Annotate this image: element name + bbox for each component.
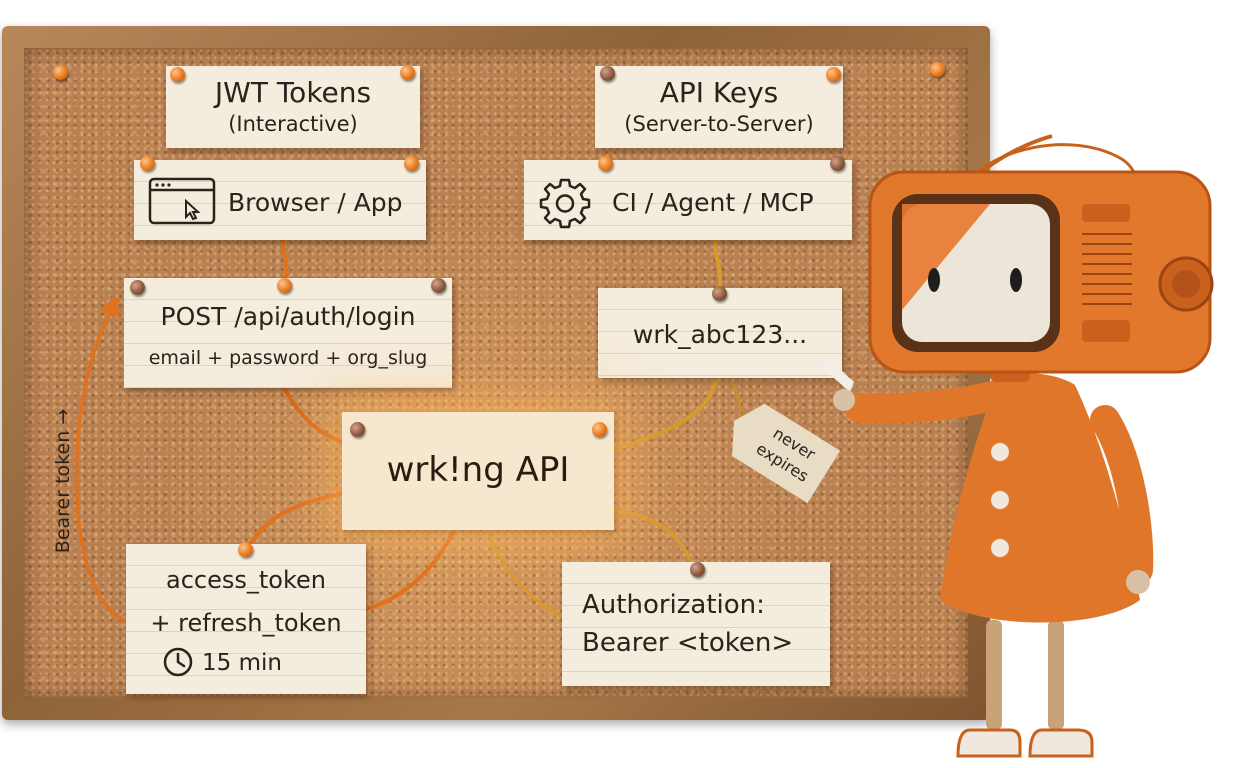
browser-app-label: Browser / App: [228, 188, 403, 217]
pin: [400, 65, 415, 80]
pin: [404, 156, 419, 171]
ci-agent-mcp-label: CI / Agent / MCP: [612, 188, 814, 217]
access-token-card: access_token + refresh_token 15 min: [126, 544, 366, 694]
jwt-title-card: JWT Tokens (Interactive): [166, 66, 420, 148]
string-center-to-access: [248, 490, 352, 547]
pin: [598, 156, 613, 171]
pin: [53, 65, 68, 80]
login-params: email + password + org_slug: [148, 347, 428, 369]
login-endpoint-card: POST /api/auth/login email + password + …: [124, 278, 452, 388]
string-ci-to-key: [713, 236, 723, 292]
access-token-label: access_token: [166, 566, 326, 594]
ci-agent-mcp-card: CI / Agent / MCP: [524, 160, 852, 240]
string-key-to-center: [610, 373, 719, 452]
string-bearer-loop: [74, 298, 130, 624]
string-login-to-center: [278, 378, 352, 447]
center-label: wrk!ng API: [386, 450, 570, 490]
string-access-to-center: [353, 526, 457, 614]
pin: [826, 67, 841, 82]
pin: [830, 156, 845, 171]
pin: [170, 67, 185, 82]
pin: [600, 66, 615, 81]
center-card: wrk!ng API: [342, 412, 614, 530]
tv-mascot: [820, 134, 1214, 758]
clock-icon: [163, 647, 193, 677]
api-key-card: wrk_abc123...: [598, 288, 842, 378]
pin: [930, 62, 945, 77]
login-endpoint: POST /api/auth/login: [160, 302, 416, 331]
jwt-title: JWT Tokens: [214, 76, 372, 109]
browser-app-card: Browser / App: [134, 160, 426, 240]
gear-icon: [539, 178, 591, 229]
api-keys-subtitle: (Server-to-Server): [624, 112, 814, 136]
auth-header-line2: Bearer <token>: [582, 628, 794, 658]
pin: [238, 542, 253, 557]
auth-header-line1: Authorization:: [582, 590, 765, 620]
cursor-icon: [185, 198, 201, 221]
authorization-card: Authorization: Bearer <token>: [562, 562, 830, 686]
api-keys-title-card: API Keys (Server-to-Server): [595, 66, 843, 148]
pin: [592, 422, 607, 437]
pin: [690, 562, 705, 577]
bearer-token-side-label: Bearer token →: [52, 408, 74, 554]
pin: [140, 156, 155, 171]
string-center-to-auth: [486, 526, 562, 617]
pin: [431, 278, 446, 293]
pin: [130, 280, 145, 295]
api-keys-title: API Keys: [659, 76, 779, 109]
api-key-value: wrk_abc123...: [632, 320, 808, 349]
refresh-token-label: + refresh_token: [150, 609, 342, 637]
pin: [277, 278, 292, 293]
jwt-subtitle: (Interactive): [228, 112, 358, 136]
browser-window-icon: [148, 177, 216, 225]
pin: [350, 422, 365, 437]
bearer-arrowhead: [100, 296, 120, 318]
pin: [712, 286, 727, 301]
token-ttl: 15 min: [202, 650, 282, 676]
string-center-to-auth-2: [610, 508, 692, 564]
